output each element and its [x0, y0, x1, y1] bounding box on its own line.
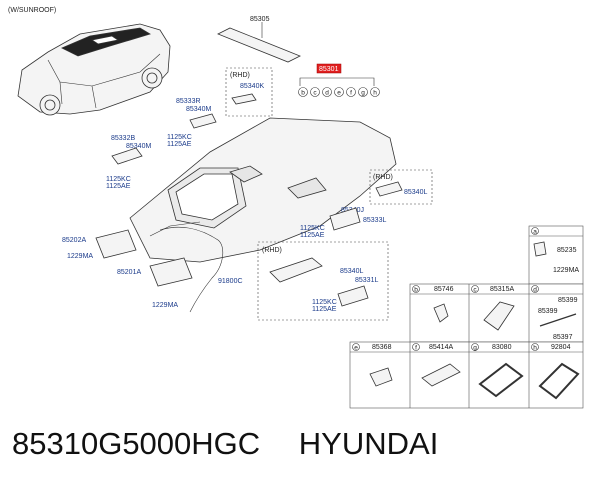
callout-d: d — [325, 90, 329, 97]
label-85332B: 85332B — [111, 135, 135, 142]
label-85331L: 85331L — [355, 277, 378, 284]
label-85202A: 85202A — [62, 237, 86, 244]
label-91800C: 91800C — [218, 278, 243, 285]
wiring-harness-91800C: 91800C 1229MA — [149, 221, 243, 313]
grid-letter-a: a — [533, 229, 537, 236]
label-1125KC-b: 1125KC — [106, 176, 131, 183]
label-1229MA-b: 1229MA — [152, 302, 178, 309]
grid-part-83080: 83080 — [492, 344, 512, 351]
grid-part-85397: 85397 — [553, 334, 573, 341]
assist-handle-right: (RHD) 85340L 85340J 85333L 1125KC 1125AE — [300, 169, 433, 239]
rhd-label-top: (RHD) — [230, 72, 250, 79]
label-85301: 85301 — [319, 66, 339, 73]
grid-letter-d: d — [533, 287, 537, 294]
grid-letter-c: c — [473, 287, 477, 294]
grid-letter-f: f — [415, 345, 417, 352]
grid-a-part-1: 85235 — [557, 247, 577, 254]
label-85340L-b: 85340L — [340, 268, 363, 275]
label-1125KC-c: 1125KC — [300, 225, 325, 232]
rhd-box-top: (RHD) 85340K — [225, 67, 273, 117]
footer-brand: HYUNDAI — [298, 426, 439, 461]
label-1125AE-a: 1125AE — [167, 141, 192, 148]
label-85340M-a: 85340M — [186, 106, 211, 113]
grid-part-85414A: 85414A — [429, 344, 453, 351]
label-85333L: 85333L — [363, 217, 386, 224]
label-85305: 85305 — [250, 16, 270, 23]
grid-part-85399-a: 85399 — [558, 297, 578, 304]
grid-letter-b: b — [414, 287, 418, 294]
footer-part-number: 85310G5000HGC — [12, 426, 261, 461]
grid-letter-g: g — [473, 345, 477, 352]
label-1125KC-a: 1125KC — [167, 134, 192, 141]
rhd-label-right: (RHD) — [373, 174, 393, 181]
footer: 85310G5000HGC HYUNDAI — [12, 426, 592, 470]
label-1125AE-c: 1125AE — [300, 232, 325, 239]
callout-c: c — [313, 90, 317, 97]
callout-g: g — [361, 90, 365, 97]
callout-f: f — [350, 90, 352, 97]
callout-b: b — [301, 90, 305, 97]
parts-diagram: (W/SUNROOF) 85305 85301 b c d e f — [8, 7, 584, 409]
callout-e: e — [337, 90, 341, 97]
car-illustration — [17, 23, 171, 116]
parts-grid: a 85235 1229MA b 85746 c 85315A d 85399 … — [349, 225, 584, 409]
sun-visor-85202A: 85202A 1229MA — [62, 229, 137, 260]
grid-a-part-2: 1229MA — [553, 267, 579, 274]
grid-part-85399-b: 85399 — [538, 308, 558, 315]
grid-part-85746: 85746 — [434, 286, 454, 293]
grid-part-85368: 85368 — [372, 344, 392, 351]
grid-part-85315A: 85315A — [490, 286, 514, 293]
label-85340L: 85340L — [404, 189, 427, 196]
headliner-85301 — [129, 117, 397, 263]
label-1125AE-b: 1125AE — [106, 183, 131, 190]
rhd-label-bottom: (RHD) — [262, 247, 282, 254]
label-85340K: 85340K — [240, 83, 264, 90]
sun-visor-85201A: 85201A — [117, 257, 193, 287]
grid-part-92804: 92804 — [551, 344, 571, 351]
label-85340M-b: 85340M — [126, 143, 151, 150]
grid-letter-e: e — [354, 345, 358, 352]
assist-handle-left-upper: 85333R 85340M 1125KC 1125AE — [167, 98, 217, 148]
callout-row: b c d e f g h — [298, 87, 380, 97]
assist-handle-left-lower: 85332B 85340M 1125KC 1125AE — [106, 135, 151, 190]
label-1125KC-d: 1125KC — [312, 299, 337, 306]
label-1229MA-a: 1229MA — [67, 253, 93, 260]
sunroof-cover-85305: 85305 — [217, 16, 301, 63]
rhd-box-bottom: (RHD) 85340L 85331L 1125KC 1125AE — [257, 241, 389, 321]
grid-letter-h: h — [533, 345, 537, 352]
label-1125AE-d: 1125AE — [312, 306, 337, 313]
headliner-label-85301[interactable]: 85301 — [299, 63, 375, 86]
sunroof-note: (W/SUNROOF) — [8, 7, 56, 14]
label-85333R: 85333R — [176, 98, 201, 105]
callout-h: h — [373, 90, 377, 97]
label-85201A: 85201A — [117, 269, 141, 276]
